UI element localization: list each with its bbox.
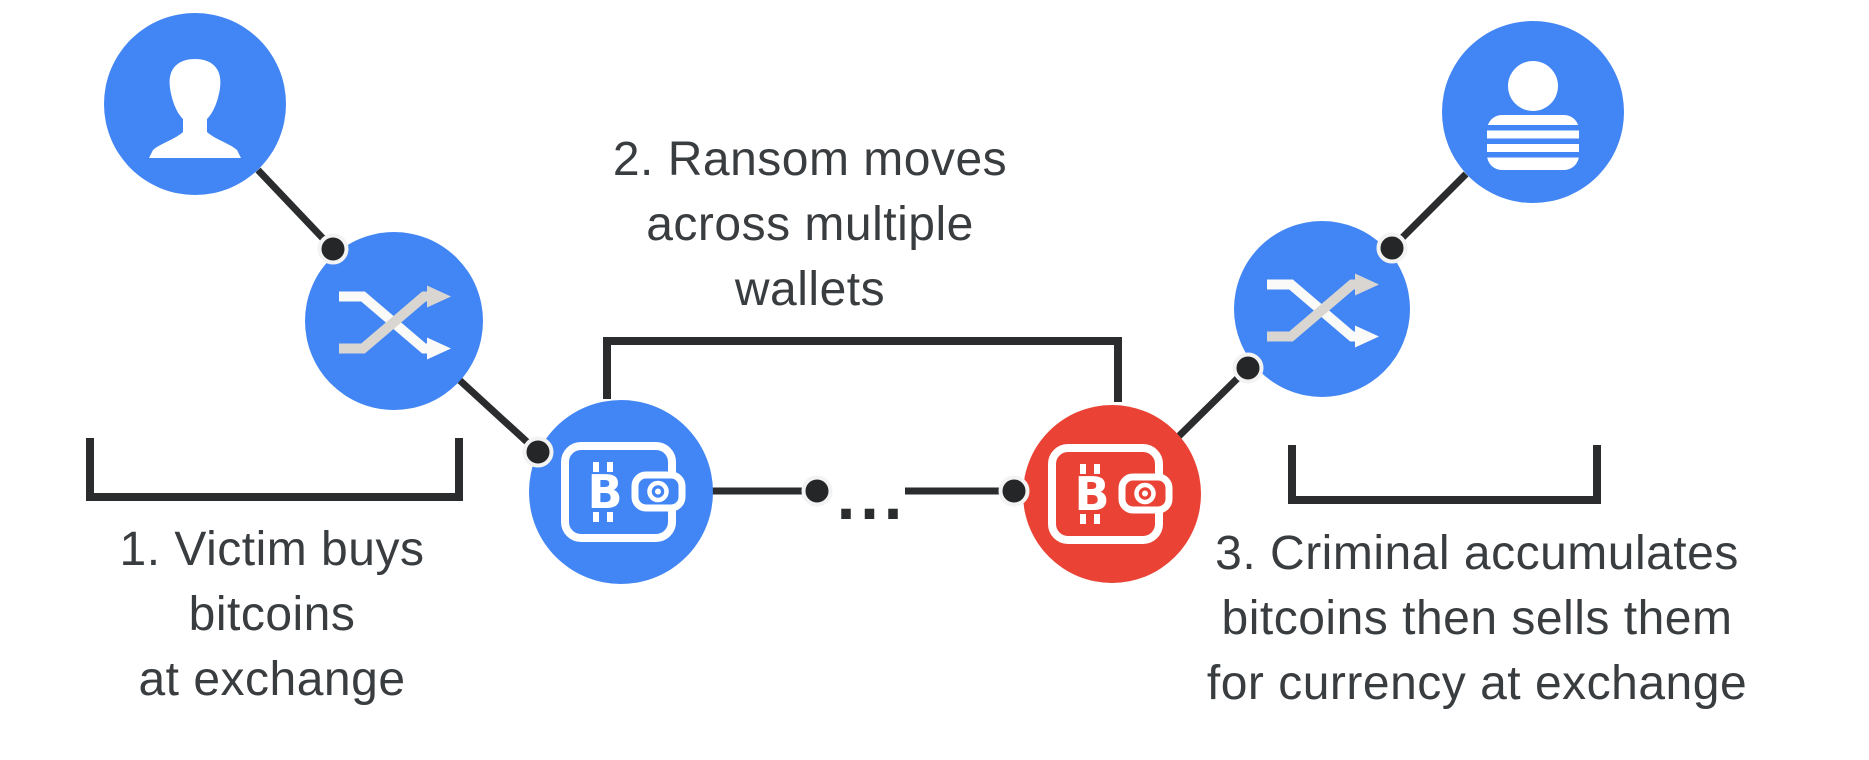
caption-step3-line1: 3. Criminal accumulates	[1215, 527, 1739, 580]
connection-dot	[998, 475, 1030, 507]
criminal-node	[1442, 21, 1624, 203]
caption-step1: 1. Victim buys bitcoins at exchange	[22, 517, 522, 712]
connection-dots	[317, 232, 1408, 507]
exchange-mixer-left-node	[305, 232, 483, 410]
caption-step2: 2. Ransom moves across multiple wallets	[510, 127, 1110, 322]
caption-step2-line3: wallets	[734, 263, 886, 316]
connection-dot	[1376, 232, 1408, 264]
connector-wallet-to-mixer	[1175, 365, 1251, 440]
caption-step1-line2: bitcoins	[188, 588, 356, 641]
caption-step3: 3. Criminal accumulates bitcoins then se…	[1157, 521, 1797, 716]
wallet-first-node	[529, 400, 713, 584]
bracket-step1	[86, 438, 463, 501]
connector-mixer-to-criminal	[1389, 171, 1469, 251]
exchange-mixer-right-node	[1234, 221, 1410, 397]
connection-dot	[801, 475, 833, 507]
connector-victim-to-mixer	[255, 167, 336, 252]
wallet-last-node	[1023, 405, 1201, 583]
caption-step1-line3: at exchange	[138, 653, 406, 706]
connection-dot	[522, 436, 554, 468]
caption-step1-line1: 1. Victim buys	[119, 523, 425, 576]
victim-node	[104, 13, 286, 195]
wallet-hops-ellipsis: ...	[836, 469, 907, 532]
connection-dot	[317, 233, 349, 265]
connector-lines	[255, 167, 1469, 495]
bracket-step3	[1288, 445, 1601, 504]
connection-dot	[1232, 352, 1264, 384]
connector-mixer-to-wallet	[452, 373, 541, 455]
caption-step2-line2: across multiple	[646, 198, 974, 251]
bracket-step2	[603, 337, 1122, 402]
caption-step3-line3: for currency at exchange	[1206, 657, 1748, 710]
caption-step2-line1: 2. Ransom moves	[612, 133, 1008, 186]
caption-step3-line2: bitcoins then sells them	[1221, 592, 1733, 645]
